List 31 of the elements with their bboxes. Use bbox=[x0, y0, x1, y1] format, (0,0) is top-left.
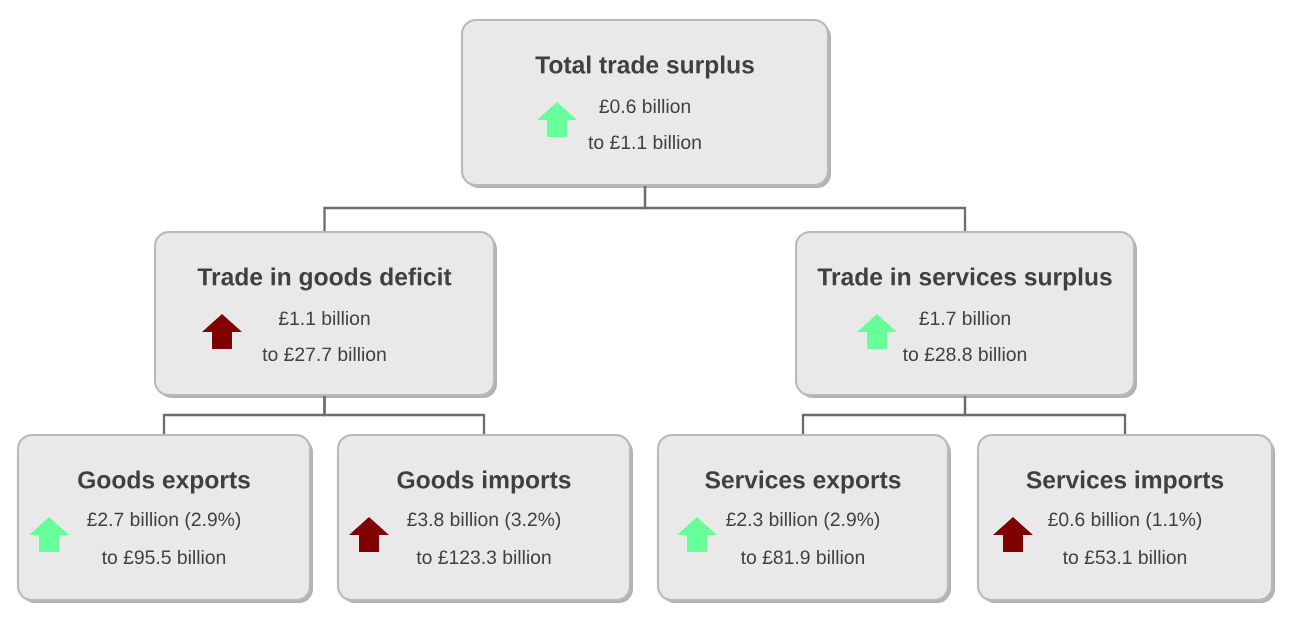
heading-text: Goods exports bbox=[78, 470, 250, 494]
summary-box bbox=[794, 230, 1137, 398]
connector-line bbox=[643, 186, 967, 231]
summary-box bbox=[976, 433, 1275, 603]
value-text: £1.1 billion bbox=[278, 310, 370, 326]
value-text: to £81.9 billion bbox=[741, 549, 865, 565]
value-text: to £28.8 billion bbox=[903, 346, 1027, 362]
heading-text: Total trade surplus bbox=[535, 55, 754, 79]
value-text: £3.8 billion (3.2%) bbox=[407, 512, 561, 530]
heading-text: Trade in goods deficit bbox=[197, 267, 452, 291]
value-text: £2.3 billion (2.9%) bbox=[726, 512, 880, 530]
value-text: £0.6 billion (1.1%) bbox=[1048, 512, 1202, 530]
heading-text: Trade in services surplus bbox=[817, 267, 1112, 291]
value-text: to £123.3 billion bbox=[416, 549, 551, 565]
connector-line bbox=[323, 396, 486, 434]
summary-box bbox=[656, 433, 951, 603]
summary-box bbox=[16, 433, 313, 603]
heading-text: Goods imports bbox=[397, 470, 571, 494]
summary-box bbox=[336, 433, 633, 603]
value-text: to £27.7 billion bbox=[262, 346, 386, 362]
summary-box bbox=[460, 18, 831, 188]
connector-line bbox=[963, 396, 1127, 434]
value-text: £1.7 billion bbox=[919, 310, 1010, 326]
value-text: £2.7 billion (2.9%) bbox=[87, 512, 241, 530]
value-text: to £1.1 billion bbox=[588, 134, 701, 150]
value-text: to £53.1 billion bbox=[1063, 549, 1187, 565]
summary-box bbox=[153, 230, 497, 398]
value-text: to £95.5 billion bbox=[102, 549, 226, 565]
heading-text: Services imports bbox=[1026, 470, 1224, 494]
heading-text: Services exports bbox=[705, 470, 901, 494]
value-text: £0.6 billion bbox=[599, 98, 690, 114]
